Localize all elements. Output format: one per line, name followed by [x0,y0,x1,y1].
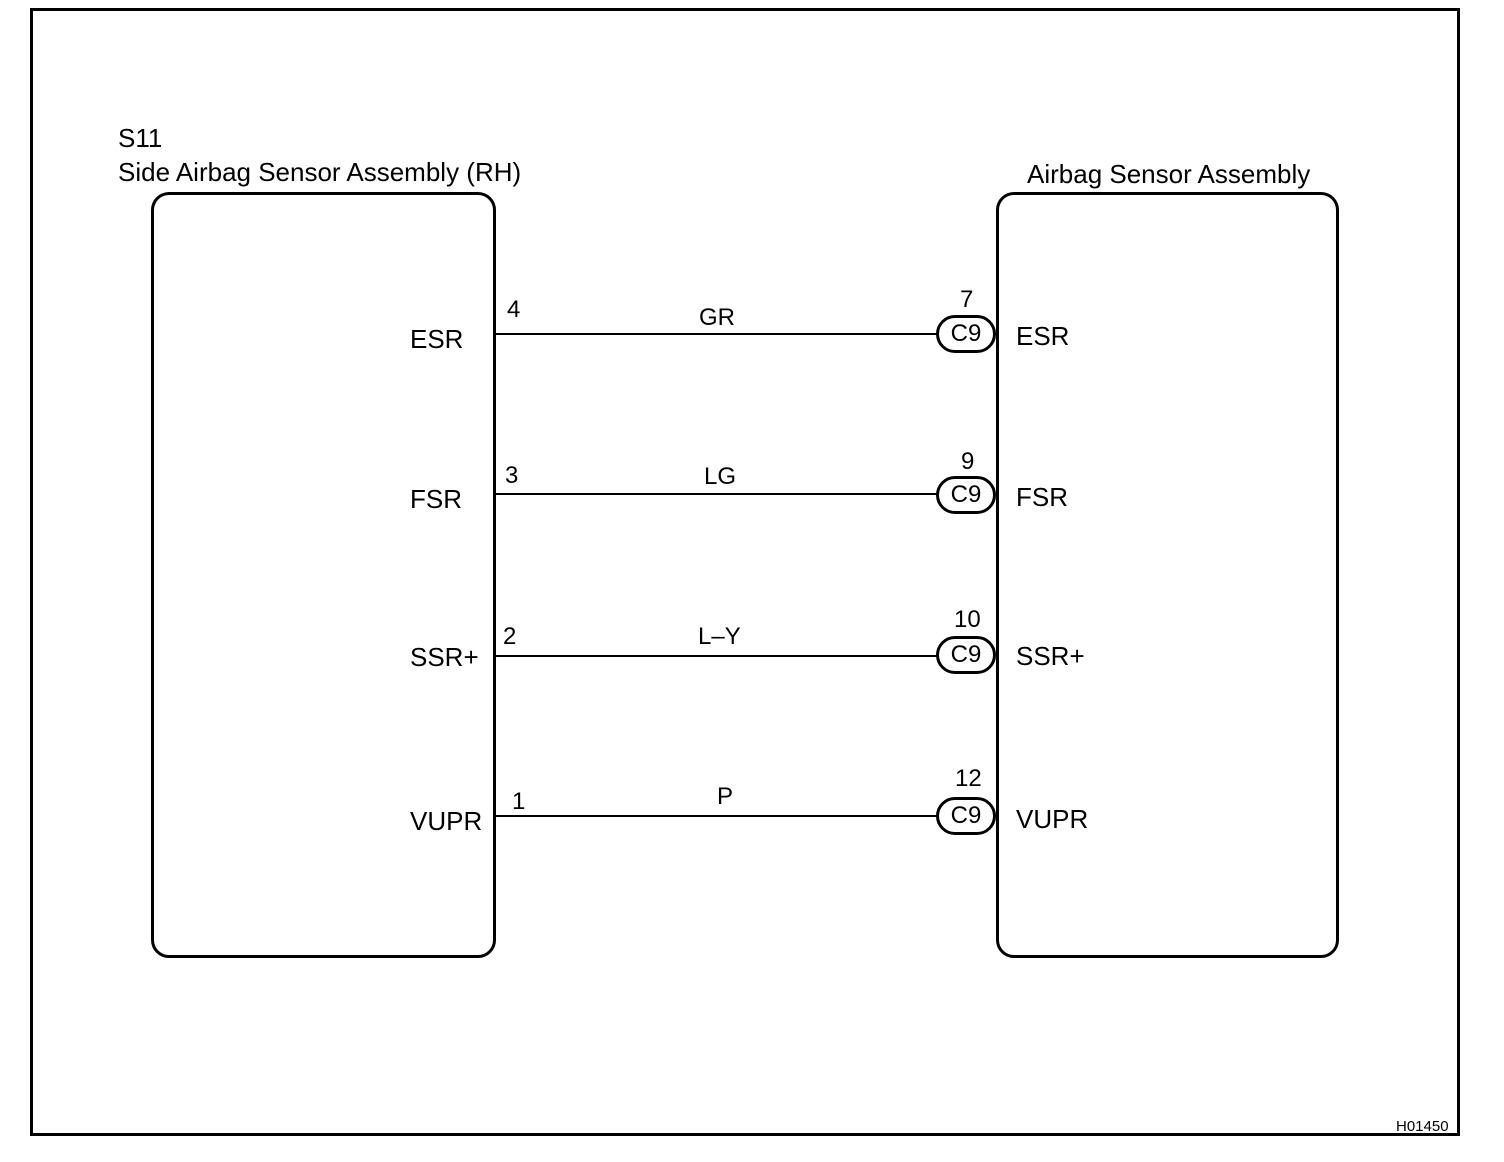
diagram-frame [30,8,1460,1136]
connector-badge: C9 [936,315,996,353]
left-terminal-label: ESR [410,324,464,354]
left-terminal-label: SSR+ [410,642,479,672]
right-terminal-label: FSR [1016,482,1068,512]
right-component-box [996,192,1339,958]
left-component-name: Side Airbag Sensor Assembly (RH) [118,157,522,187]
left-component-code: S11 [118,123,163,153]
wire-color-label: LG [704,463,737,490]
left-pin-number: 3 [505,462,519,489]
right-terminal-label: VUPR [1016,804,1089,834]
left-terminal-label: FSR [410,484,462,514]
right-terminal-label: ESR [1016,321,1070,351]
left-terminal-label: VUPR [410,806,483,836]
left-component-box [151,192,496,958]
left-pin-number: 2 [503,623,517,650]
right-pin-number: 12 [955,765,982,792]
wire-line [496,655,938,657]
left-pin-number: 4 [507,296,521,323]
connector-badge: C9 [936,476,996,514]
right-pin-number: 7 [960,286,974,313]
wire-color-label: GR [699,304,735,331]
figure-id: H01450 [1396,1118,1449,1135]
right-pin-number: 9 [961,448,975,475]
connector-badge: C9 [936,636,996,674]
right-component-name: Airbag Sensor Assembly [1027,159,1311,189]
right-pin-number: 10 [954,606,981,633]
wire-color-label: L–Y [698,623,741,650]
right-terminal-label: SSR+ [1016,641,1085,671]
connector-badge: C9 [936,797,996,835]
wire-color-label: P [717,783,734,810]
left-pin-number: 1 [512,788,526,815]
wire-line [496,333,938,335]
wire-line [496,493,938,495]
wire-line [496,815,938,817]
